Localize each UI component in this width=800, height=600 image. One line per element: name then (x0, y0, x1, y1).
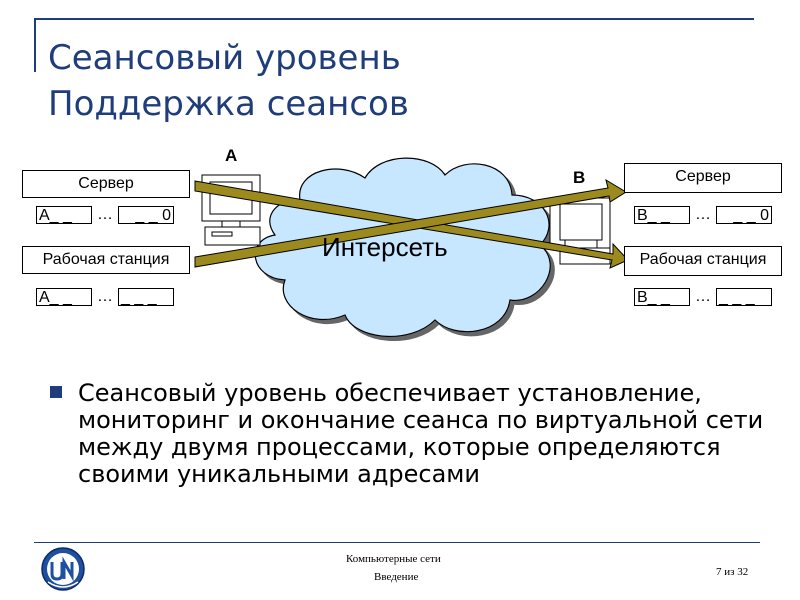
address-cell: _ _ _ (716, 288, 772, 306)
address-cell: A_ _ (36, 288, 92, 306)
internet-cloud-shape (254, 157, 551, 338)
page-title-line-1: Сеансовый уровень (48, 38, 401, 78)
page-title-line-2: Поддержка сеансов (48, 84, 409, 124)
left-workstation-label: Рабочая станция (22, 246, 190, 274)
footer-rule (34, 542, 760, 543)
label-b: B (573, 168, 586, 187)
address-cell: _ _ 0 (716, 206, 772, 224)
address-cell: B_ _ (634, 206, 690, 224)
left-workstation-address: A_ _…_ _ _ (36, 288, 174, 306)
right-server-label: Сервер (624, 163, 782, 193)
network-diagram (194, 157, 629, 338)
bullet-square-icon (50, 386, 62, 398)
address-cell: B_ _ (634, 288, 690, 306)
footer-section: Введение (374, 571, 419, 583)
right-workstation-address: B_ _…_ _ _ (634, 288, 772, 306)
cloud-label: Интерсеть (322, 232, 448, 262)
arrow-workstation-a-to-server-b (194, 178, 627, 268)
address-cell: _ _ _ (118, 288, 174, 306)
address-cell: A_ _ (36, 206, 92, 224)
label-a: A (225, 146, 238, 165)
left-server-address: A_ _…_ _ 0 (36, 206, 174, 224)
right-workstation-label: Рабочая станция (624, 246, 782, 276)
title-rule (34, 18, 754, 20)
right-server-address: B_ _…_ _ 0 (634, 206, 772, 224)
university-logo-icon (41, 547, 85, 591)
bullet-text: Сеансовый уровень обеспечивает установле… (78, 379, 764, 488)
page-number: 7 из 32 (716, 566, 749, 578)
footer-course: Компьютерные сети (346, 553, 441, 565)
address-cell: _ _ 0 (118, 206, 174, 224)
title-vertical-bar (34, 18, 36, 72)
left-server-label: Сервер (22, 170, 190, 198)
